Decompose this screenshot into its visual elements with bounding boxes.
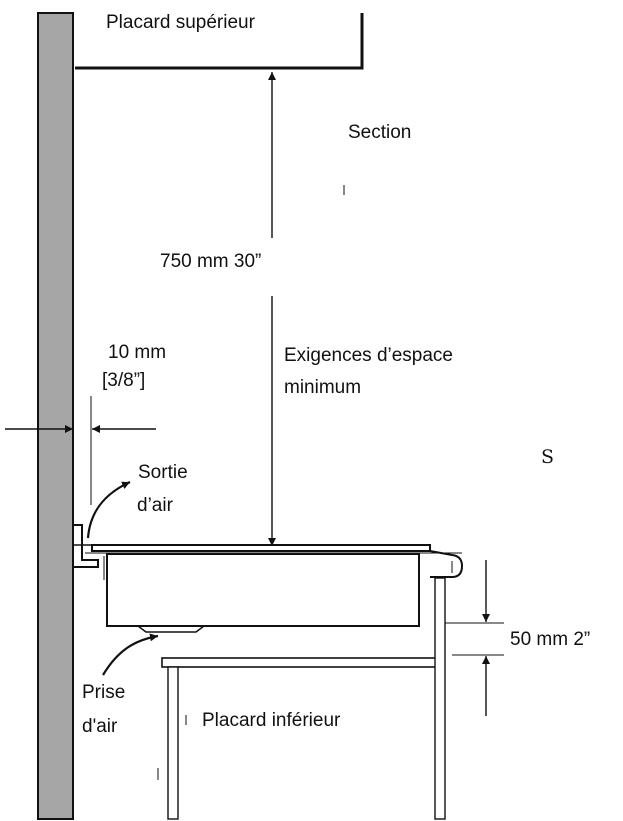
air-intake-label-line1: Prise [82,682,125,703]
air-outlet-label-line2: d’air [137,495,174,516]
upper-cabinet-label: Placard supérieur [106,12,256,33]
min-space-label-line1: Exigences d’espace [284,345,453,366]
lower-cabinet [157,577,446,820]
wall-bracket [73,524,99,568]
air-intake-grille [137,625,205,633]
upper-cabinet [75,13,364,70]
section-label: Section [348,122,411,143]
air-outlet-label-line1: Sortie [138,462,188,483]
height-clearance-label: 750 mm 30” [160,251,261,272]
drop-clearance-label: 50 mm 2” [510,629,590,650]
gap-label-line1: 10 mm [108,342,166,363]
air-intake-arrow [102,633,159,676]
air-intake-label-line2: d'air [82,716,118,737]
cooktop-body [106,553,420,627]
wall [37,12,74,820]
min-space-label-line2: minimum [284,377,361,398]
air-outlet-arrow [86,481,131,539]
lower-cabinet-label: Placard inférieur [202,710,341,731]
s-mark: S [541,446,554,468]
gap-label-line2: [3/8”] [102,370,145,391]
